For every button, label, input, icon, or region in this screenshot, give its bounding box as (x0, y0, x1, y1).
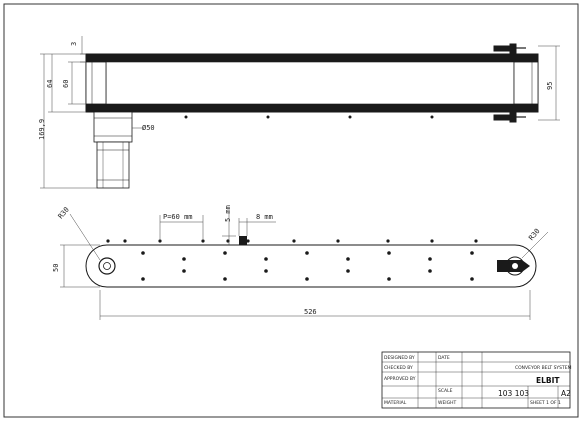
sheet-border (3, 3, 579, 418)
dim-right-height: 95 (546, 82, 554, 90)
dim-cleat: 8 mm (256, 213, 273, 221)
tb-product-line: CONVEYOR BELT SYSTEM (515, 365, 572, 371)
tb-label-5: MATERIAL (384, 400, 407, 406)
dim-right-radius: R30 (527, 227, 541, 242)
tb-label-0: DESIGNED BY (384, 355, 415, 361)
motor-flange (93, 111, 133, 143)
belt-profile (85, 244, 537, 288)
left-drum-side (98, 257, 116, 275)
tb-label-3: DATE (438, 355, 450, 361)
dim-motor-diameter: Ø50 (142, 124, 155, 132)
tb-sheet-size: A2 (561, 389, 571, 398)
right-drum (513, 61, 539, 105)
tb-label-4: SCALE (438, 388, 453, 394)
motor-body (96, 141, 130, 189)
side-view-dimension-lines (60, 212, 549, 320)
dim-inner-height: 60 (62, 80, 70, 88)
tb-logo: ELBIT (536, 376, 560, 385)
dim-pitch: P=60 mm (163, 213, 193, 221)
dim-length: 526 (304, 308, 317, 316)
dim-gap: 5 mm (224, 205, 232, 222)
cleat (239, 236, 247, 245)
dim-side-height: 50 (52, 264, 60, 272)
dim-flange: 3 (70, 42, 78, 46)
side-middle-holes (141, 251, 474, 281)
top-bolts (144, 56, 476, 119)
tb-label-2: APPROVED BY (384, 376, 416, 382)
tb-label-6: WEIGHT (438, 400, 456, 406)
dim-left-radius: R30 (57, 206, 71, 221)
side-top-holes (106, 239, 478, 243)
dim-total-height: 169,9 (38, 119, 46, 140)
side-view: R30 R30 50 P=60 mm 5 mm 8 mm 526 (52, 205, 549, 320)
right-clamps (493, 43, 526, 123)
left-drum (85, 61, 107, 105)
tb-label-7: SHEET 1 OF 1 (530, 400, 561, 406)
title-block: DESIGNED BY CHECKED BY APPROVED BY DATE … (381, 351, 572, 409)
tb-label-1: CHECKED BY (384, 365, 413, 371)
top-view-dimension-lines (40, 36, 560, 189)
belt-surface (105, 61, 515, 105)
top-view: 3 64 60 169,9 95 Ø50 (38, 36, 560, 189)
tb-drawing-number: 103 103 (498, 389, 529, 398)
dim-belt-height: 64 (46, 80, 54, 88)
